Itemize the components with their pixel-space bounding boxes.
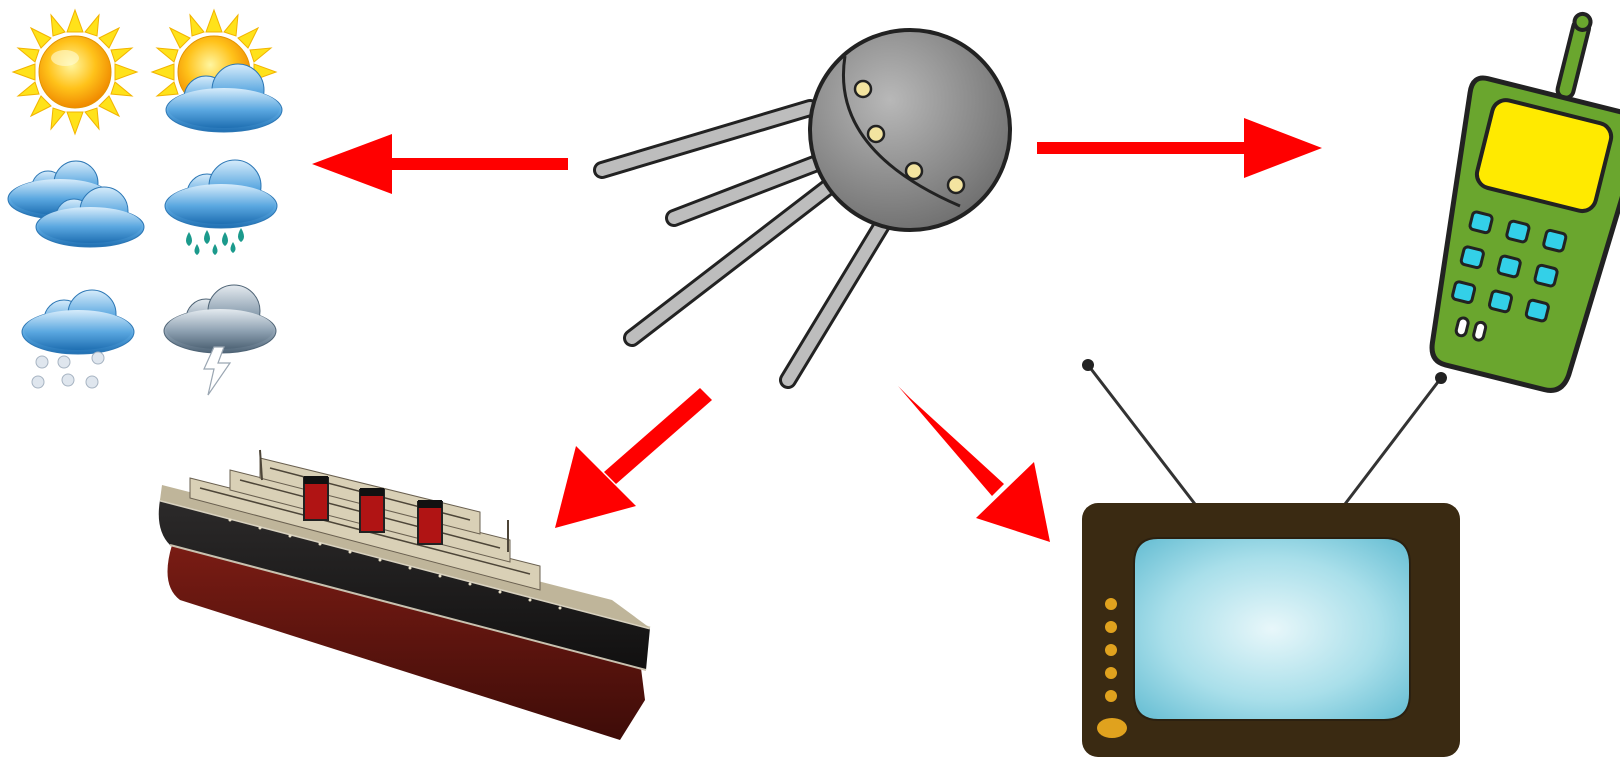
partly-cloudy-icon (152, 10, 282, 132)
mobile-phone-icon (1404, 0, 1620, 397)
television-icon (1082, 359, 1460, 757)
arrow-to-phone (1037, 118, 1322, 178)
sun-icon (13, 10, 137, 134)
arrow-to-weather (312, 134, 568, 194)
snow-icon (22, 290, 134, 388)
satellite-icon (602, 30, 1010, 380)
arrow-to-ship (555, 388, 712, 528)
arrow-to-television (898, 386, 1050, 542)
cloudy-icon (8, 161, 144, 247)
thunderstorm-icon (164, 285, 276, 395)
weather-icons (8, 10, 282, 395)
rain-icon (165, 160, 277, 255)
